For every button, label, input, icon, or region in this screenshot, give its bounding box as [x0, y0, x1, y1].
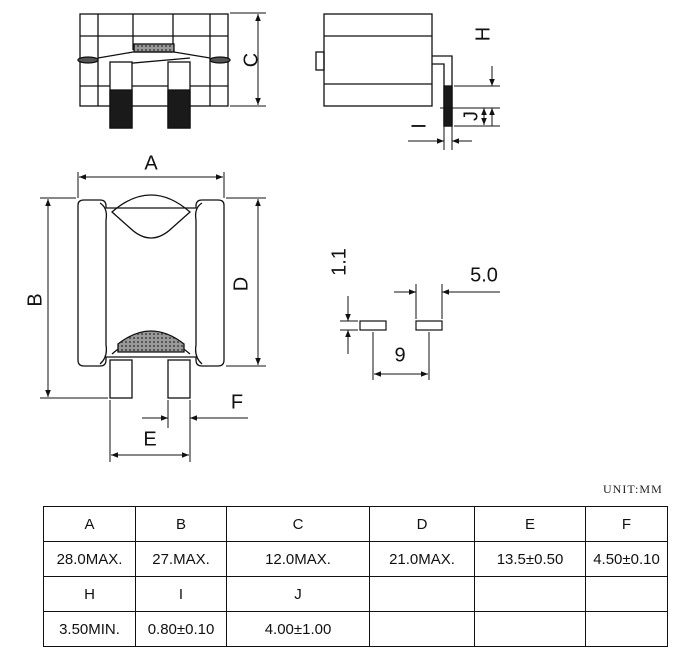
label-H: H [472, 27, 494, 41]
dim-I [408, 126, 472, 150]
spec-header-row-2: H I J [43, 576, 668, 612]
dim-C [230, 12, 266, 107]
label-F: F [231, 391, 243, 413]
label-E: E [143, 428, 156, 450]
front-view [77, 13, 231, 129]
spec-value-cell: 4.50±0.10 [585, 541, 668, 577]
top-view [77, 194, 225, 399]
dim-A [77, 172, 225, 198]
label-A: A [144, 152, 158, 174]
pad-pitch-value: 9 [394, 344, 405, 366]
spec-value-cell [369, 611, 475, 647]
pad-layout [359, 320, 443, 331]
spec-header-cell [585, 576, 668, 612]
spec-value-cell: 3.50MIN. [43, 611, 136, 647]
dim-pad-height [340, 296, 358, 354]
dim-B [40, 197, 108, 399]
pad-height-value: 1.1 [328, 248, 350, 276]
label-D: D [230, 277, 252, 291]
spec-header-cell [369, 576, 475, 612]
spec-value-cell [474, 611, 586, 647]
label-J: J [460, 111, 482, 121]
spec-table: A B C D E F 28.0MAX. 27.MAX. 12.0MAX. 21… [43, 506, 668, 647]
dim-pad-width [394, 284, 500, 319]
dim-H [440, 66, 500, 126]
spec-value-cell: 12.0MAX. [226, 541, 370, 577]
spec-value-cell: 28.0MAX. [43, 541, 136, 577]
spec-header-cell: H [43, 576, 136, 612]
spec-header-cell: C [226, 506, 370, 542]
label-C: C [240, 53, 262, 67]
spec-value-cell [585, 611, 668, 647]
spec-value-cell: 4.00±1.00 [226, 611, 370, 647]
spec-value-cell: 0.80±0.10 [135, 611, 227, 647]
spec-header-cell [474, 576, 586, 612]
dim-J [454, 108, 500, 127]
spec-header-cell: E [474, 506, 586, 542]
pad-width-value: 5.0 [470, 264, 498, 286]
spec-value-row-2: 3.50MIN. 0.80±0.10 4.00±1.00 [43, 611, 668, 647]
spec-header-cell: B [135, 506, 227, 542]
spec-header-row-1: A B C D E F [43, 506, 668, 542]
technical-drawing: C H J I A [24, 12, 500, 462]
side-view [315, 13, 453, 127]
spec-value-cell: 27.MAX. [135, 541, 227, 577]
label-B: B [24, 293, 46, 306]
spec-value-cell: 21.0MAX. [369, 541, 475, 577]
spec-header-cell: J [226, 576, 370, 612]
spec-header-cell: D [369, 506, 475, 542]
dim-pad-pitch [372, 332, 430, 380]
spec-value-cell: 13.5±0.50 [474, 541, 586, 577]
spec-header-cell: I [135, 576, 227, 612]
dim-D [226, 197, 266, 367]
spec-header-cell: A [43, 506, 136, 542]
spec-value-row-1: 28.0MAX. 27.MAX. 12.0MAX. 21.0MAX. 13.5±… [43, 541, 668, 577]
dim-F [142, 400, 248, 428]
label-I: I [408, 123, 430, 129]
unit-label: UNIT:MM [603, 482, 663, 496]
spec-header-cell: F [585, 506, 668, 542]
